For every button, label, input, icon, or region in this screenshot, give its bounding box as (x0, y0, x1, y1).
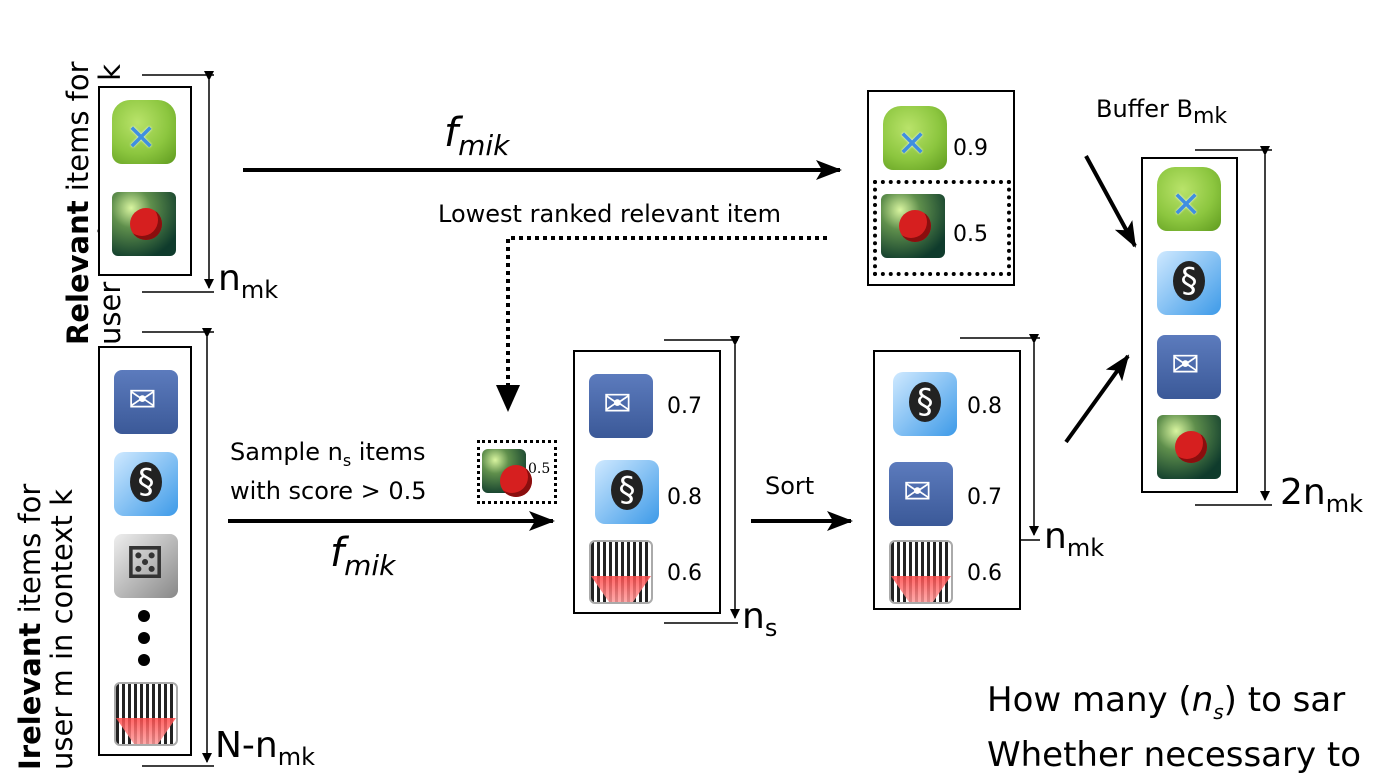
dim-N-minus-n-mk: N-nmk (215, 725, 315, 771)
sample-line2: with score > 0.5 (230, 476, 427, 505)
lowest-ranked-feedback-arrow (506, 236, 827, 395)
dim-n-mk-left-sub: mk (240, 276, 279, 305)
barcode-icon (589, 540, 653, 604)
irrelevant-line2: user m in context k (45, 489, 79, 770)
buffer-label-main: Buffer B (1096, 95, 1193, 123)
score-sorted-barcode: 0.6 (967, 561, 1002, 586)
shazam-icon (595, 460, 659, 524)
q1-pre: How many ( (987, 680, 1192, 720)
score-sample-shazam: 0.8 (667, 485, 702, 510)
irrelevant-rest: items for (13, 483, 47, 623)
f-mik-bottom-sub: mik (344, 549, 396, 582)
dim-n-s-main: n (742, 596, 765, 637)
buffer-label-sub: mk (1192, 103, 1228, 129)
f-mik-bottom-f: f (330, 530, 345, 576)
score-bird: 0.5 (953, 222, 988, 247)
dim-n-mk-right-main: n (1044, 516, 1067, 557)
messenger-icon (889, 462, 953, 526)
sample-threshold-item: 0.5 (477, 440, 557, 504)
barcode-icon (889, 540, 953, 604)
irrelevant-items-box (98, 346, 192, 756)
q1-post: ) to sar (1223, 680, 1346, 720)
lowest-ranked-highlight: 0.5 (873, 180, 1011, 276)
dim-n-s-sub: s (764, 614, 778, 643)
buffer-box (1141, 157, 1238, 493)
irrelevant-items-label: Irelevant items for user m in context k (13, 483, 79, 770)
sample-label: Sample ns items with score > 0.5 (230, 437, 427, 506)
dim-n-mk-right: nmk (1044, 516, 1104, 562)
score-android: 0.9 (953, 136, 988, 161)
f-mik-top-label: fmik (444, 110, 509, 162)
dim-n-mk-left: nmk (218, 258, 278, 304)
buffer-label: Buffer Bmk (1096, 95, 1227, 129)
angry-bird-icon (1157, 415, 1221, 479)
dim-n-mk-left-main: n (218, 258, 241, 299)
dim-n-mk-right-sub: mk (1066, 534, 1105, 563)
messenger-icon (114, 370, 178, 434)
dim-2n-mk-sub: mk (1325, 490, 1364, 519)
shazam-icon (114, 452, 178, 516)
buffer-in-arrow-top (1084, 155, 1137, 248)
scored-relevant-box: 0.9 0.5 (867, 90, 1015, 286)
f-mik-top-sub: mik (458, 129, 510, 162)
dim-N-n-mk-main: N-n (215, 725, 278, 766)
score-sorted-messenger: 0.7 (967, 485, 1002, 510)
question-whether: Whether necessary to (987, 735, 1362, 775)
android-icon (883, 106, 947, 170)
q1-var: n (1191, 680, 1214, 720)
android-icon (1157, 167, 1221, 231)
score-sample-messenger: 0.7 (667, 394, 702, 419)
q1-var-sub: s (1213, 699, 1224, 724)
relevant-bold: Relevant (61, 200, 95, 345)
sort-label: Sort (765, 472, 815, 500)
barcode-icon (114, 682, 178, 746)
score-sorted-shazam: 0.8 (967, 394, 1002, 419)
lowest-ranked-label: Lowest ranked relevant item (438, 200, 781, 228)
question-how-many: How many (ns) to sar (987, 680, 1345, 724)
score-small-bird: 0.5 (528, 461, 551, 477)
sorted-items-box: 0.8 0.7 0.6 (873, 350, 1021, 610)
shazam-icon (893, 372, 957, 436)
relevant-rest: items for (61, 61, 95, 201)
angry-bird-icon (881, 194, 945, 258)
shazam-icon (1157, 251, 1221, 315)
f-mik-top-f: f (444, 110, 459, 156)
dim-N-n-mk-sub: mk (277, 743, 316, 772)
angry-bird-icon-small (482, 449, 532, 497)
domino-icon (114, 534, 178, 598)
score-sample-barcode: 0.6 (667, 561, 702, 586)
messenger-icon (1157, 335, 1221, 399)
android-icon (112, 100, 176, 164)
sample-line1-pre: Sample n (230, 438, 343, 466)
dim-2n-mk: 2nmk (1280, 472, 1363, 518)
dim-n-s: ns (742, 596, 777, 642)
dim-2n-mk-main: 2n (1280, 472, 1326, 513)
buffer-in-arrow-bottom (1064, 354, 1130, 444)
relevant-items-box (98, 86, 192, 276)
sample-line1-sub: s (342, 450, 352, 470)
sample-line1-post: items (351, 438, 426, 466)
f-mik-bottom-label: fmik (330, 530, 395, 582)
angry-bird-icon (112, 192, 176, 256)
ellipsis-icon (138, 610, 150, 666)
messenger-icon (589, 374, 653, 438)
irrelevant-bold: Irelevant (13, 622, 47, 770)
sampled-items-box: 0.7 0.8 0.6 (573, 350, 721, 614)
